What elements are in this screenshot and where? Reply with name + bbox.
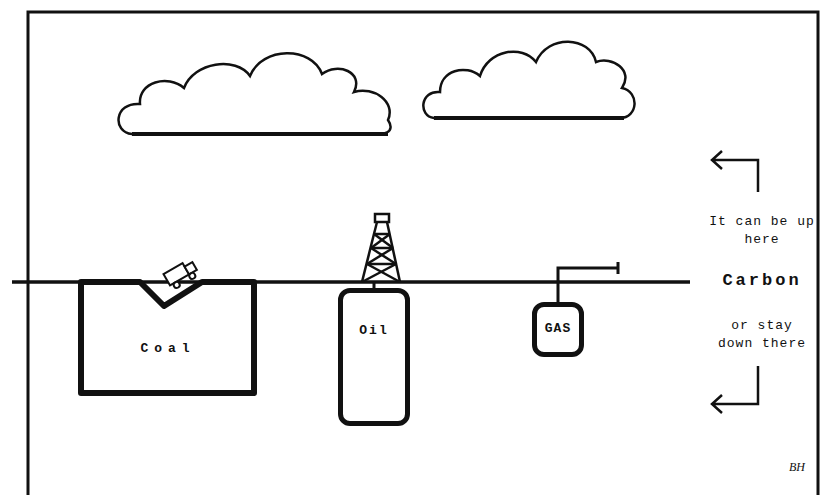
- frame: [28, 12, 818, 495]
- note-text: or stay down there: [712, 317, 812, 353]
- coal-pit-outline: [78, 279, 258, 397]
- note-text: It can be up here: [703, 213, 821, 249]
- signature: BH: [780, 458, 814, 476]
- cloud-base: [434, 116, 624, 120]
- oil-reservoir: Oil: [338, 288, 410, 426]
- gas-pipe: [558, 262, 618, 302]
- node-label: Oil: [359, 323, 388, 338]
- down-arrow: [712, 366, 758, 413]
- coal-pit-path: [81, 282, 254, 393]
- up-arrow: [712, 151, 758, 192]
- cloud: [423, 42, 634, 118]
- node-label: Coal: [140, 341, 195, 356]
- node-label: GAS: [545, 321, 571, 336]
- gas-reservoir: GAS: [532, 302, 584, 357]
- carbon-label: Carbon: [694, 272, 824, 290]
- coal-deposit: Coal: [78, 279, 258, 397]
- cloud: [119, 53, 391, 134]
- oil-derrick: [362, 214, 400, 290]
- cloud-base: [132, 132, 388, 136]
